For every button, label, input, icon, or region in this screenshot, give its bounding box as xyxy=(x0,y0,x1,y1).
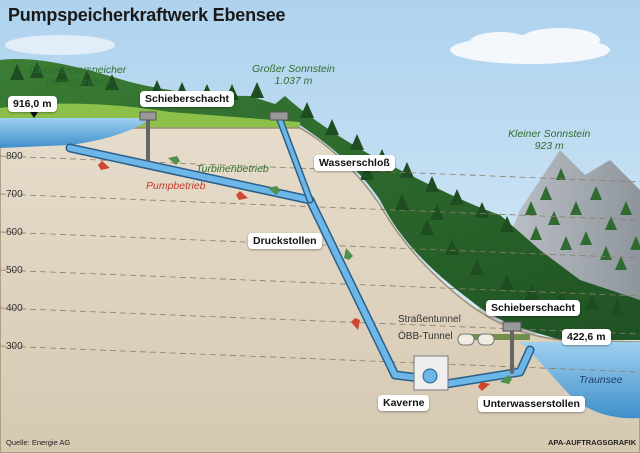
lower-shaft-top xyxy=(502,321,522,332)
turbine-arrows xyxy=(168,156,512,384)
kleiner-sonnstein-name: Kleiner Sonnstein xyxy=(508,128,591,140)
rail-tunnel-label: ÖBB-Tunnel xyxy=(398,331,453,342)
lake-label: Traunsee xyxy=(579,374,623,386)
pump-arrows xyxy=(98,161,490,391)
road-tunnel-label: Straßentunnel xyxy=(398,314,461,325)
pressure-tunnel-box: Druckstollen xyxy=(248,233,322,249)
cavern-box: Kaverne xyxy=(378,395,430,411)
source-note: Quelle: Energie AG xyxy=(6,438,71,447)
rail-tunnel-shape xyxy=(477,333,495,346)
lake-traunsee xyxy=(520,342,640,419)
altitude-tick: 600 xyxy=(6,227,23,238)
altitude-tick: 800 xyxy=(6,151,23,162)
kleiner-sonnstein-label: Kleiner Sonnstein 923 m xyxy=(508,128,590,152)
upper-shaft-top xyxy=(139,111,157,121)
cloud-left xyxy=(5,35,115,55)
upper-reservoir-place: Rumitzgraben xyxy=(45,76,111,88)
grosser-sonnstein-height: 1.037 m xyxy=(274,75,313,87)
upper-reservoir-name: Oberwasserspeicher xyxy=(30,64,127,76)
credit-note: APA-AUFTRAGSGRAFIK xyxy=(548,438,637,447)
surge-top xyxy=(269,111,289,121)
altitude-tick: 700 xyxy=(6,189,23,200)
lower-gate-shaft-box: Schieberschacht xyxy=(486,300,581,316)
tailwater-tunnel-box: Unterwasserstollen xyxy=(478,396,585,412)
cavern-block xyxy=(413,355,449,391)
grosser-sonnstein-name: Großer Sonnstein xyxy=(252,63,335,75)
upper-reservoir-label: Oberwasserspeicher Rumitzgraben xyxy=(30,64,126,88)
surge-chamber-box: Wasserschloß xyxy=(314,155,395,171)
pipeline xyxy=(65,116,535,390)
lakeside-strip xyxy=(470,334,530,340)
altitude-tick: 300 xyxy=(6,341,23,352)
upper-reservoir xyxy=(0,118,150,148)
pump-mode-label: Pumpbetrieb xyxy=(146,180,206,192)
upper-level-marker xyxy=(30,112,38,118)
cloud xyxy=(450,28,610,64)
altitude-tick: 500 xyxy=(6,265,23,276)
grosser-sonnstein-label: Großer Sonnstein 1.037 m xyxy=(252,63,335,87)
turbine-mode-label: Turbinenbetrieb xyxy=(196,163,269,175)
lower-level-box: 422,6 m xyxy=(562,329,611,345)
road-tunnel-shape xyxy=(457,333,475,346)
upper-level-box: 916,0 m xyxy=(8,96,57,112)
kleiner-sonnstein-height: 923 m xyxy=(534,140,564,152)
upper-gate-shaft-box: Schieberschacht xyxy=(140,91,235,107)
page-title: Pumpspeicherkraftwerk Ebensee xyxy=(8,5,286,25)
altitude-tick: 400 xyxy=(6,303,23,314)
